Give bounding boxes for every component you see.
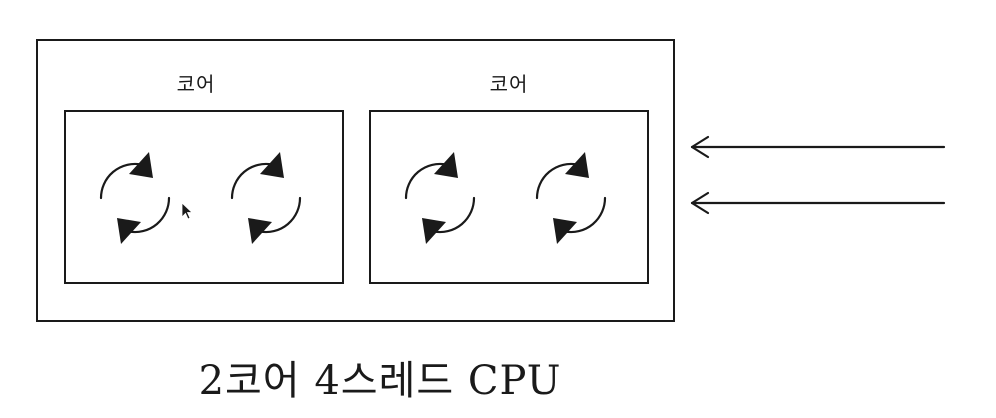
- core-label-1: 코어: [176, 72, 216, 96]
- core-label-2: 코어: [489, 72, 529, 96]
- cpu-package: [36, 39, 675, 322]
- diagram-caption: 2코어 4스레드 CPU: [198, 358, 562, 404]
- left-arrow-icon: [690, 135, 946, 159]
- core-box-1: [64, 110, 344, 284]
- thread-icon-1: [99, 150, 171, 246]
- thread-icon-2: [230, 150, 302, 246]
- thread-icon-3: [404, 150, 476, 246]
- left-arrow-icon: [690, 191, 946, 215]
- thread-icon-4: [535, 150, 607, 246]
- core-box-2: [369, 110, 649, 284]
- mouse-cursor-icon: [181, 202, 194, 220]
